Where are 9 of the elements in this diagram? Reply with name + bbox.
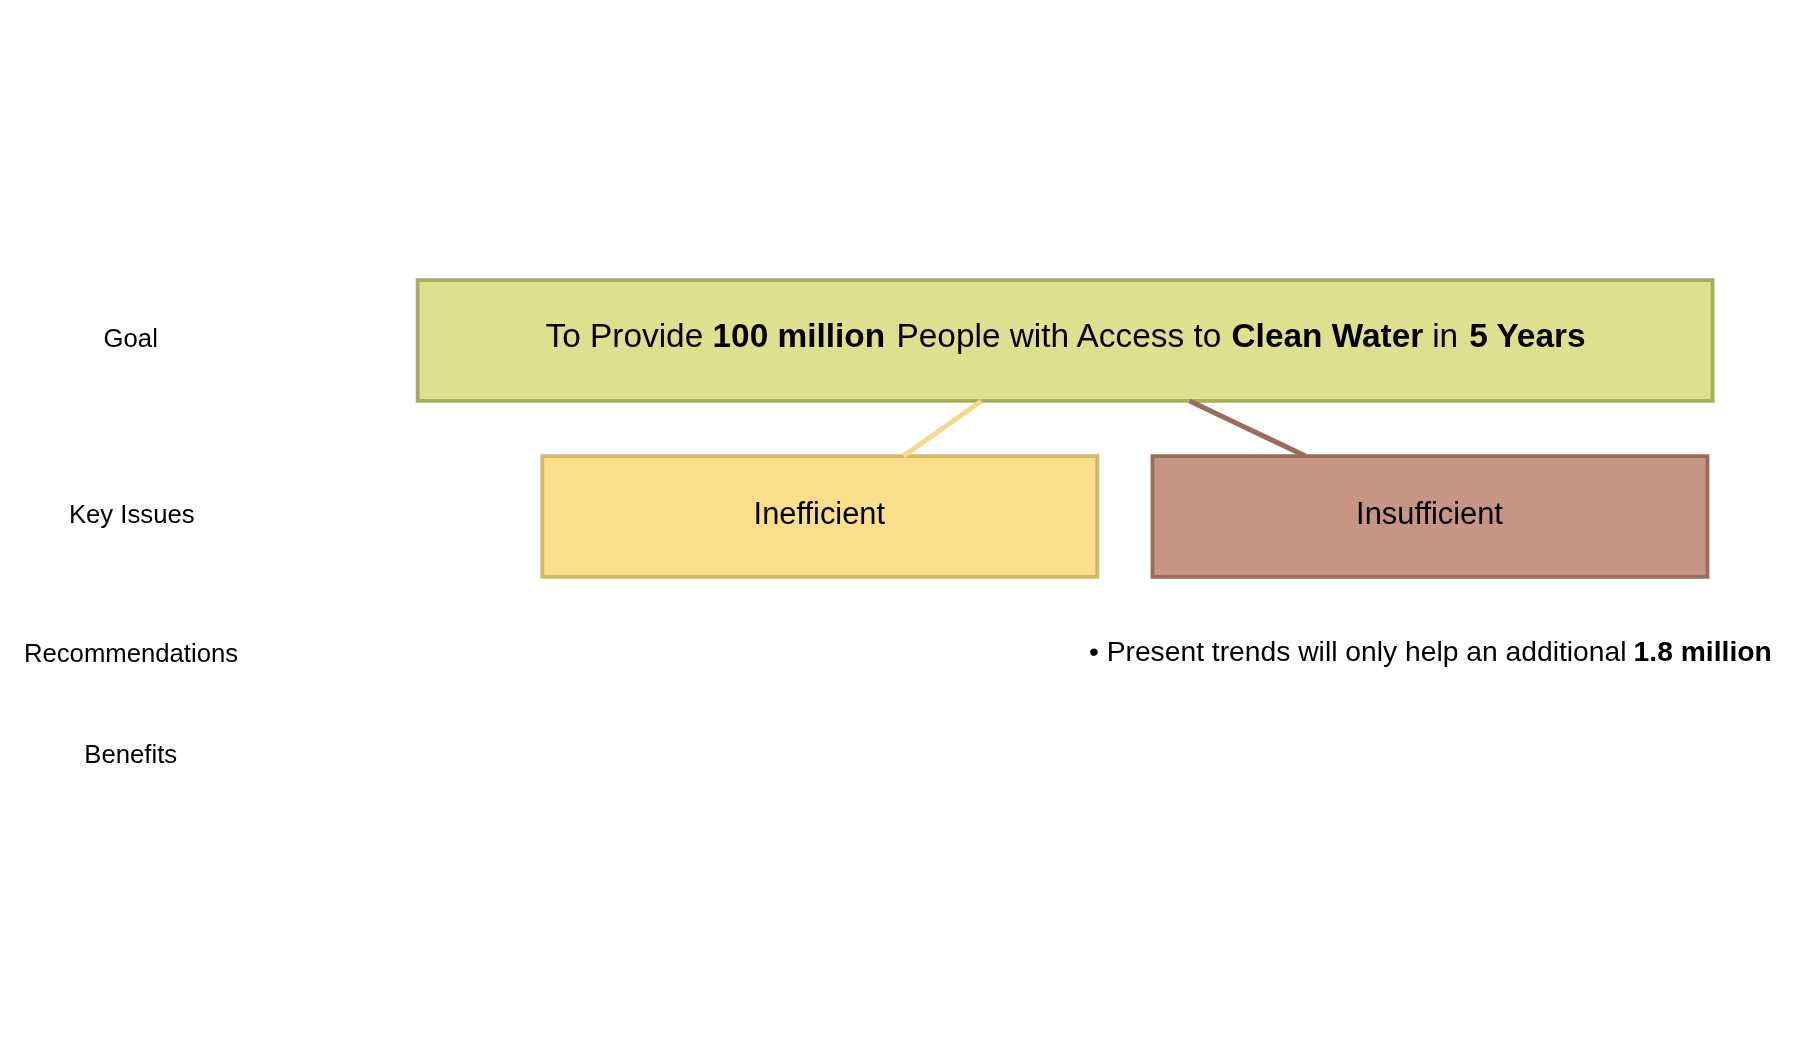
node-label: • Present trends will only help an additional 1.8 million: [1088, 635, 1772, 668]
label: Benefits: [84, 740, 178, 769]
node-box: Insufficient: [1150, 454, 1710, 579]
label: Key Issues: [68, 499, 195, 528]
node-box: Inefficient: [540, 454, 1100, 579]
node-box: To Provide 100 million People with Access to Clean Water in 5 Years: [415, 278, 1715, 403]
label: Recommendations: [23, 638, 239, 667]
connector: [902, 398, 983, 459]
label: Goal: [103, 323, 158, 352]
